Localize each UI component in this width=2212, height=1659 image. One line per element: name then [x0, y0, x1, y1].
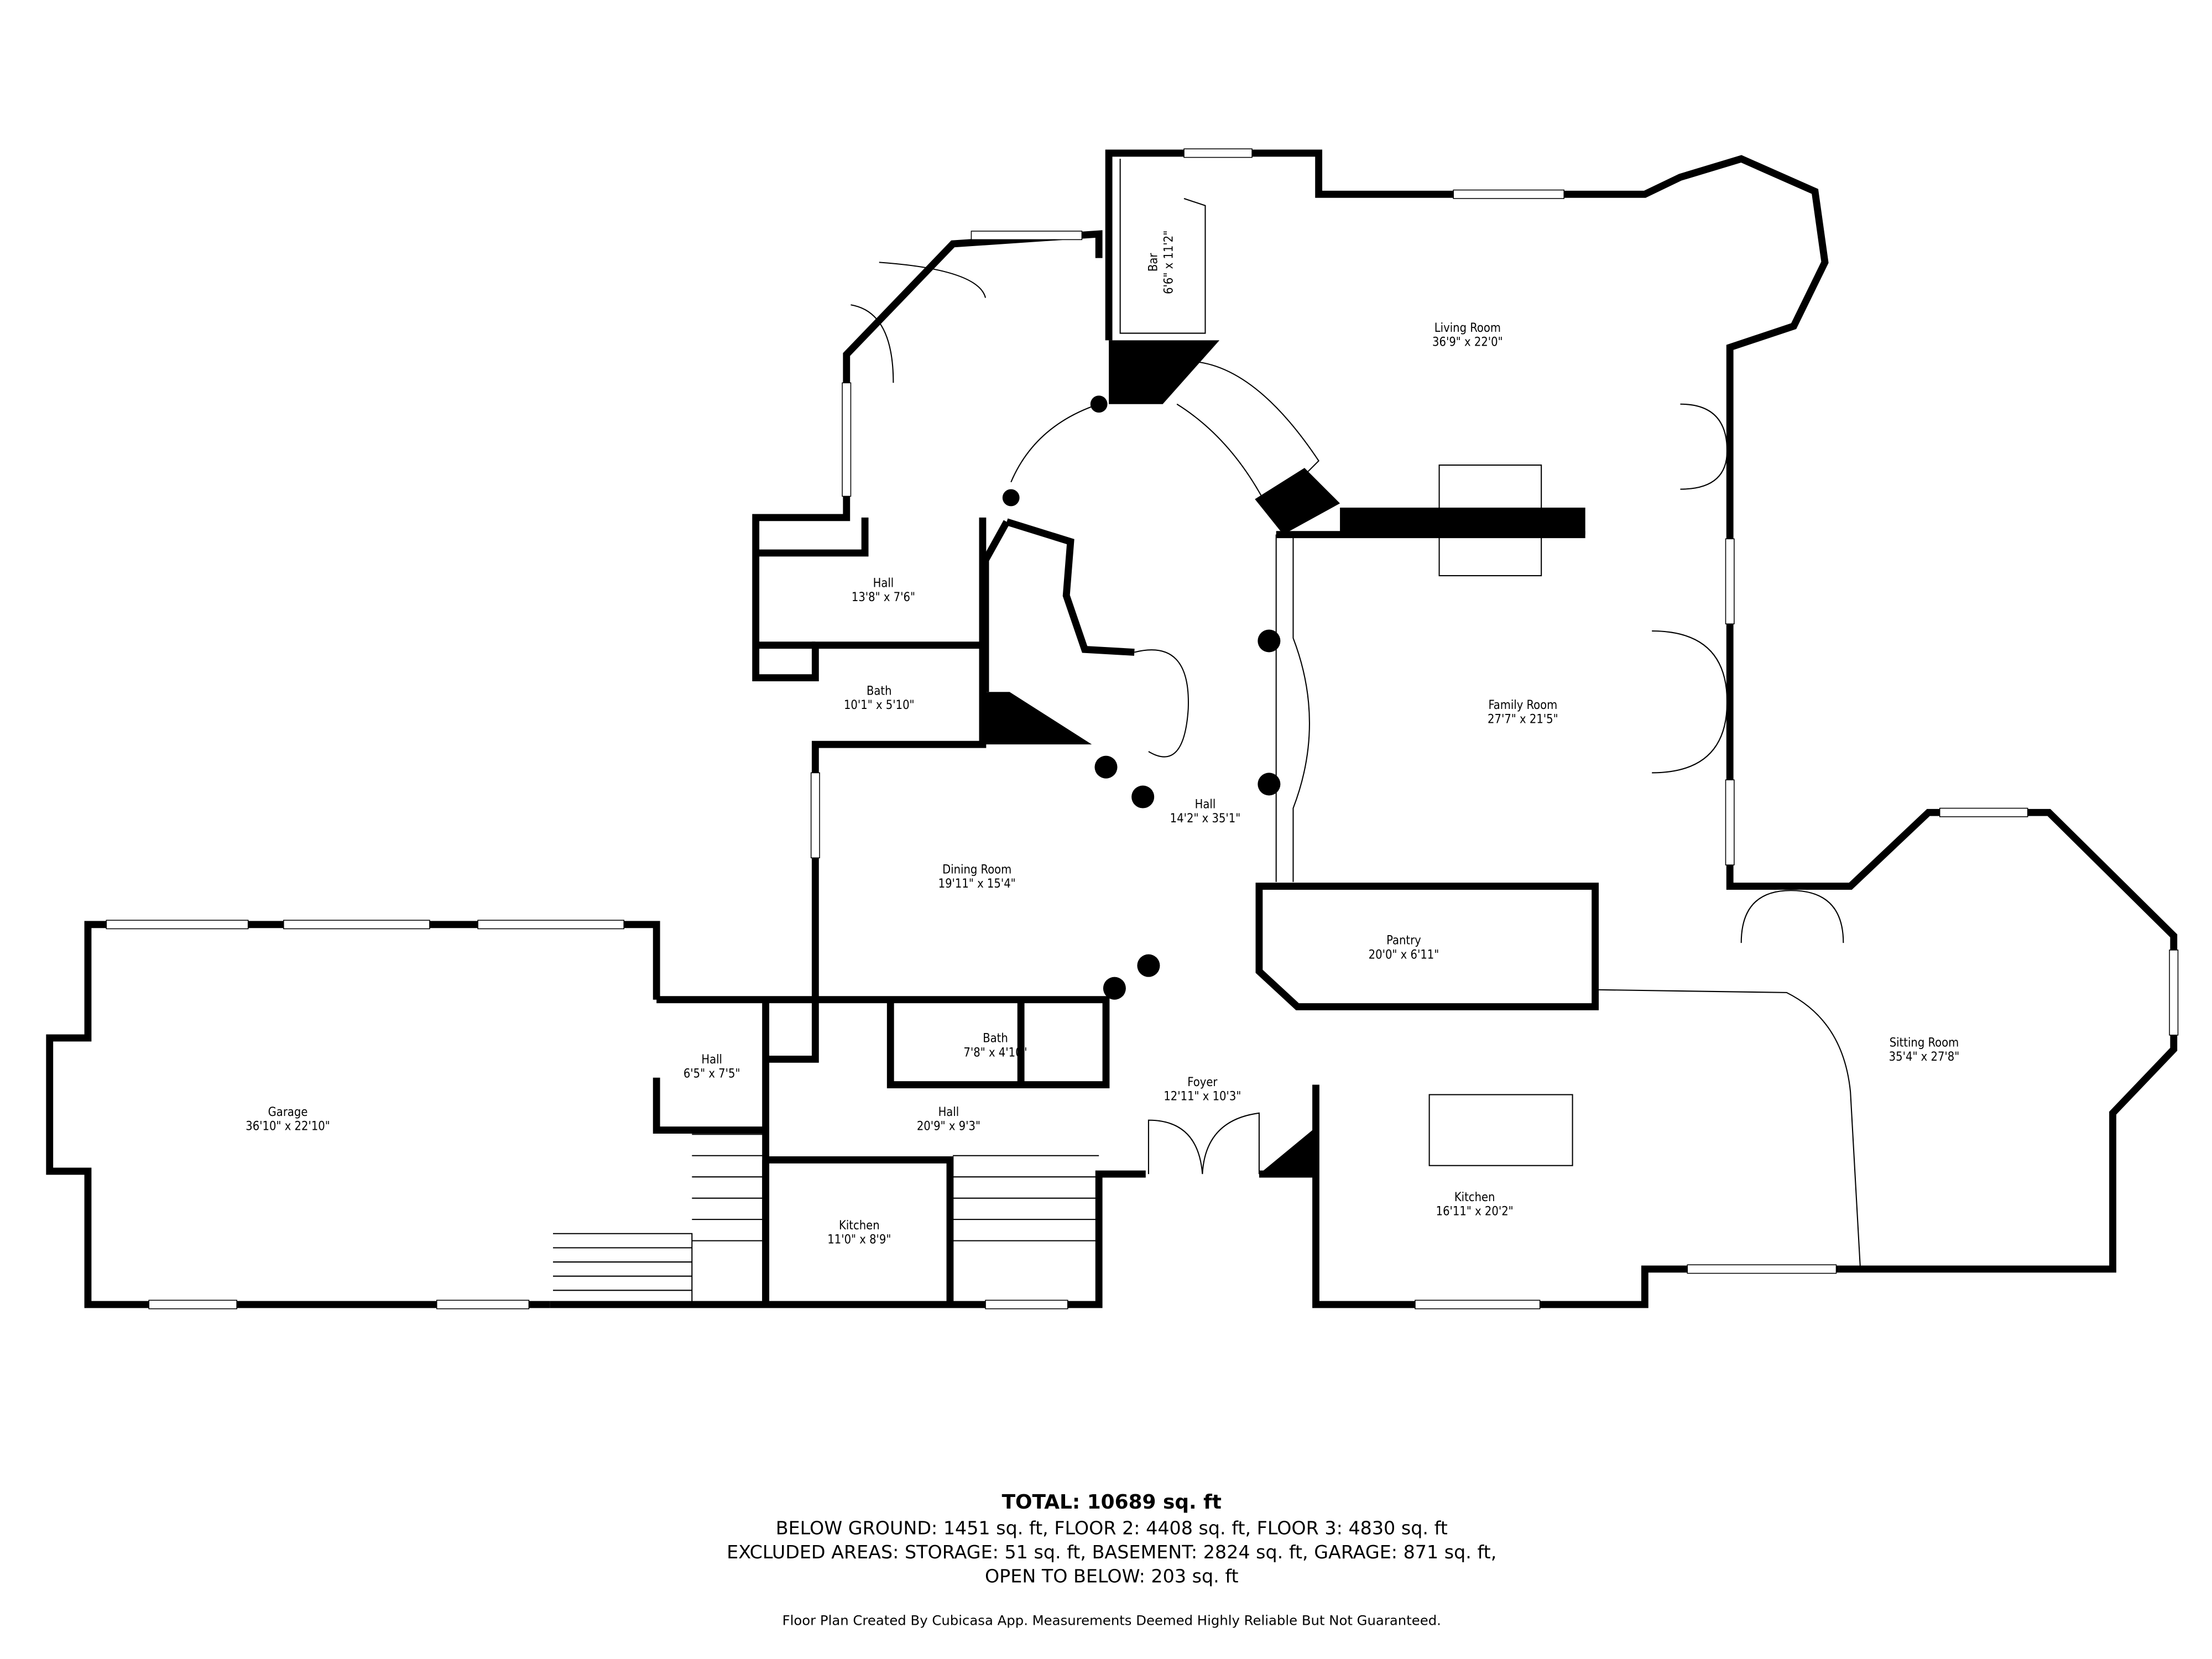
svg-text:Bath: Bath: [867, 684, 892, 698]
columns: [1002, 395, 1281, 1000]
room-label-bar: Bar 6'6" x 11'2": [1146, 231, 1176, 294]
svg-text:36'10" x 22'10": 36'10" x 22'10": [246, 1120, 330, 1134]
svg-text:20'0" x 6'11": 20'0" x 6'11": [1369, 948, 1439, 962]
svg-text:12'11" x 10'3": 12'11" x 10'3": [1164, 1090, 1241, 1104]
svg-text:11'0" x 8'9": 11'0" x 8'9": [827, 1233, 891, 1247]
svg-text:27'7" x 21'5": 27'7" x 21'5": [1488, 713, 1558, 727]
svg-text:14'2" x 35'1": 14'2" x 35'1": [1170, 812, 1241, 826]
svg-text:7'8" x 4'10": 7'8" x 4'10": [963, 1046, 1027, 1060]
room-name: Bar: [1146, 253, 1160, 272]
svg-text:19'11" x 15'4": 19'11" x 15'4": [938, 877, 1016, 891]
svg-text:10'1" x 5'10": 10'1" x 5'10": [844, 698, 915, 712]
svg-text:Hall: Hall: [701, 1053, 722, 1067]
svg-text:35'4" x 27'8": 35'4" x 27'8": [1889, 1050, 1960, 1064]
svg-text:Kitchen: Kitchen: [1454, 1191, 1495, 1204]
disclaimer: Floor Plan Created By Cubicasa App. Meas…: [782, 1612, 1441, 1628]
total-area: TOTAL: 10689 sq. ft: [1002, 1491, 1222, 1514]
walls: [46, 149, 2178, 1308]
svg-text:36'9" x 22'0": 36'9" x 22'0": [1432, 336, 1503, 349]
svg-text:Garage: Garage: [268, 1105, 308, 1119]
solid-blocks: [985, 340, 1585, 1175]
svg-text:Hall: Hall: [873, 577, 894, 591]
svg-text:6'5" x 7'5": 6'5" x 7'5": [684, 1067, 740, 1081]
svg-text:Hall: Hall: [938, 1105, 959, 1119]
floor-areas: BELOW GROUND: 1451 sq. ft, FLOOR 2: 4408…: [776, 1517, 1448, 1538]
svg-text:Bath: Bath: [983, 1032, 1008, 1046]
excluded-areas: EXCLUDED AREAS: STORAGE: 51 sq. ft, BASE…: [727, 1541, 1496, 1563]
svg-text:16'11" x 20'2": 16'11" x 20'2": [1436, 1204, 1514, 1218]
svg-text:Living Room: Living Room: [1434, 321, 1501, 335]
svg-text:Hall: Hall: [1195, 798, 1216, 812]
room-size: 6'6" x 11'2": [1162, 231, 1176, 294]
svg-text:Pantry: Pantry: [1386, 934, 1421, 948]
svg-text:Kitchen: Kitchen: [839, 1219, 880, 1233]
area-summary: TOTAL: 10689 sq. ft BELOW GROUND: 1451 s…: [727, 1491, 1496, 1628]
fixtures: [553, 159, 1861, 1305]
windows: [106, 148, 2179, 1310]
svg-text:Foyer: Foyer: [1187, 1076, 1218, 1089]
open-to-below: OPEN TO BELOW: 203 sq. ft: [985, 1566, 1239, 1587]
svg-text:Dining Room: Dining Room: [942, 863, 1011, 877]
svg-text:13'8" x 7'6": 13'8" x 7'6": [852, 591, 915, 604]
svg-text:20'9" x 9'3": 20'9" x 9'3": [917, 1120, 980, 1134]
svg-text:Sitting Room: Sitting Room: [1890, 1036, 1959, 1050]
svg-text:Family Room: Family Room: [1488, 698, 1557, 712]
